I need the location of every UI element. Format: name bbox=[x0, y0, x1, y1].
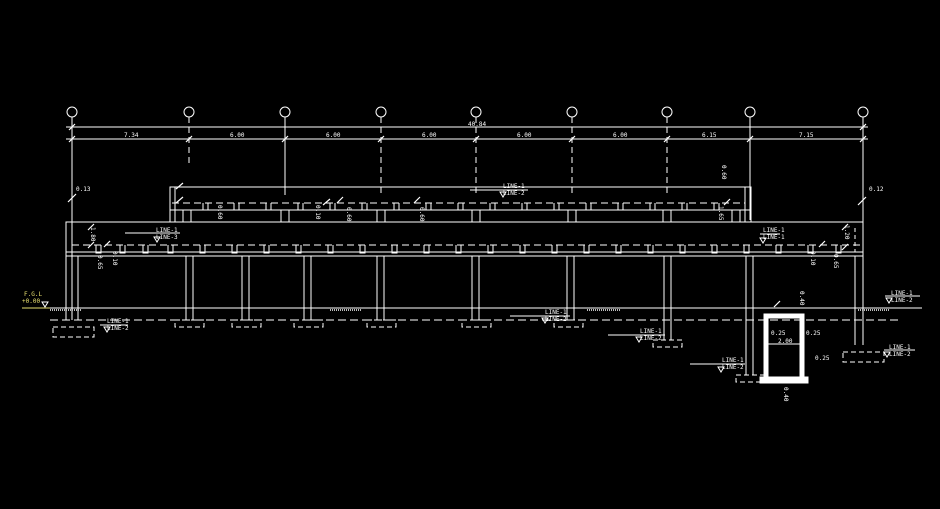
pit-bottom-label: 0.40 bbox=[782, 387, 789, 402]
span-label: 6.00 bbox=[326, 132, 341, 139]
level-tag: LINE-1 bbox=[545, 309, 567, 316]
fgl-label: F.G.L bbox=[24, 291, 42, 298]
footings bbox=[52, 319, 885, 383]
beam-label: 0.65 bbox=[832, 254, 839, 269]
grid-bubble bbox=[661, 106, 673, 195]
level-markers bbox=[41, 189, 920, 373]
level-tag: LINE-1 bbox=[107, 318, 129, 325]
span-label: 6.00 bbox=[422, 132, 437, 139]
level-tag: LINE-1 bbox=[763, 234, 785, 241]
level-tag: LINE-1 bbox=[891, 290, 913, 297]
span-label: 6.00 bbox=[613, 132, 628, 139]
height-label: 1.20 bbox=[843, 225, 850, 240]
level-tag: LINE-1 bbox=[503, 183, 525, 190]
level-tag: LINE-1 bbox=[763, 227, 785, 234]
level-tag: LINE-2 bbox=[722, 364, 744, 371]
grid-bubble bbox=[744, 106, 756, 220]
fgl-level: F.G.L +0.00 bbox=[22, 291, 42, 305]
beam-label: 0.65 bbox=[96, 255, 103, 270]
level-tag: LINE-2 bbox=[107, 325, 129, 332]
pit-section bbox=[759, 313, 809, 384]
level-tag: LINE-1 bbox=[640, 328, 662, 335]
level-tag: LINE-3 bbox=[156, 234, 178, 241]
overall-dim-label: 40.84 bbox=[468, 121, 486, 128]
beam-label: 0.60 bbox=[216, 205, 223, 220]
dimension-labels: 40.84 7.34 6.00 6.00 6.00 6.00 6.00 6.15… bbox=[76, 121, 884, 402]
pit-wall-label: 0.25 bbox=[771, 330, 786, 337]
grid-bubble bbox=[279, 106, 291, 195]
level-tag: LINE-1 bbox=[156, 227, 178, 234]
grid-bubble bbox=[470, 106, 482, 195]
height-label: 1.80 bbox=[89, 227, 96, 242]
span-label: 6.15 bbox=[702, 132, 717, 139]
beam-label: 0.60 bbox=[720, 165, 727, 180]
pit-wall-label: 0.25 bbox=[806, 330, 821, 337]
span-label: 7.15 bbox=[799, 132, 814, 139]
offset-label: 0.13 bbox=[76, 186, 91, 193]
level-tag: LINE-1 bbox=[722, 357, 744, 364]
slab-label: 0.10 bbox=[111, 251, 118, 266]
grid-axes bbox=[66, 106, 869, 310]
span-label: 6.00 bbox=[230, 132, 245, 139]
level-tag: LINE-2 bbox=[503, 190, 525, 197]
pit-side-label: 0.25 bbox=[815, 355, 830, 362]
slab-label: 0.60 bbox=[345, 207, 352, 222]
offset-label: 0.12 bbox=[869, 186, 884, 193]
level-tag: LINE-2 bbox=[891, 297, 913, 304]
grid-bubble bbox=[566, 106, 578, 195]
span-label: 6.00 bbox=[517, 132, 532, 139]
grid-bubble bbox=[183, 106, 195, 165]
level-tag: LINE-2 bbox=[889, 351, 911, 358]
main-structure bbox=[65, 221, 864, 375]
pit-top-label: 0.40 bbox=[798, 291, 805, 306]
beam-label: 1.65 bbox=[717, 206, 724, 221]
level-tag: LINE-1 bbox=[889, 344, 911, 351]
dim-ticks bbox=[67, 182, 867, 308]
level-tag: LINE-2 bbox=[545, 316, 567, 323]
grid-bubble bbox=[375, 106, 387, 195]
level-tag: LINE-2 bbox=[640, 335, 662, 342]
fgl-value: +0.00 bbox=[22, 298, 40, 305]
level-tags: LINE-1 LINE-2 LINE-1 LINE-3 LINE-1 LINE-… bbox=[107, 183, 913, 371]
beam-label: 0.60 bbox=[418, 207, 425, 222]
slab-label: 0.10 bbox=[809, 251, 816, 266]
upper-roof-structure bbox=[169, 186, 752, 223]
slab-label: 0.10 bbox=[314, 205, 321, 220]
pit-width-label: 2.00 bbox=[778, 338, 793, 345]
span-label: 7.34 bbox=[124, 132, 139, 139]
